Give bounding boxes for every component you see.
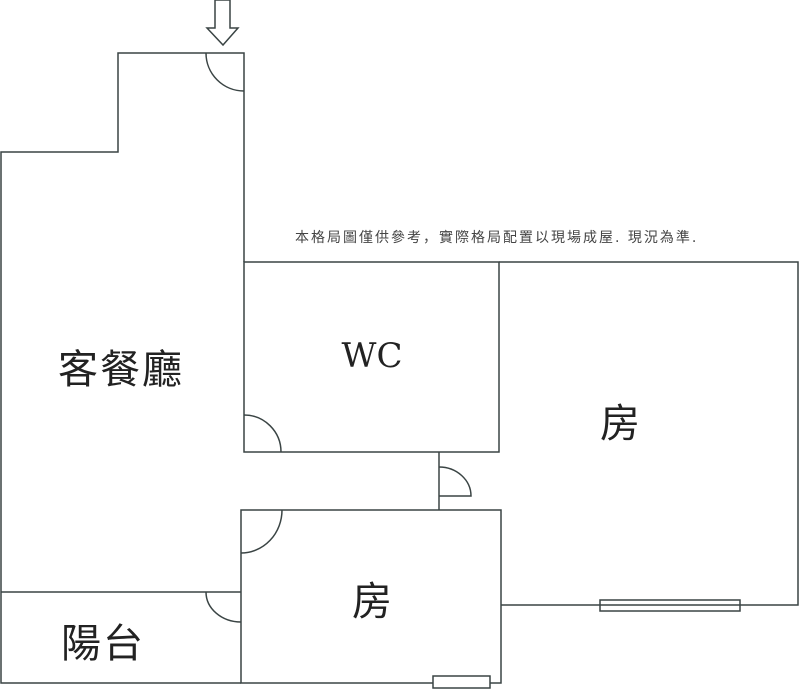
living-room-wall xyxy=(0,52,245,684)
entrance-arrow xyxy=(205,0,240,47)
room-label-bedroom-right: 房 xyxy=(600,401,640,447)
wc-door xyxy=(243,414,282,453)
right-bedroom-window xyxy=(599,599,741,612)
disclaimer-note: 本格局圖僅供參考，實際格局配置以現場成屋. 現況為準. xyxy=(295,230,699,246)
hall-door xyxy=(438,466,472,497)
right-bedroom-walls xyxy=(499,261,799,606)
room-label-living-dining: 客餐廳 xyxy=(58,347,184,393)
bottom-bedroom-walls xyxy=(240,509,502,684)
balcony-door xyxy=(205,591,242,623)
entrance-door xyxy=(205,52,245,92)
room-label-bedroom-bottom: 房 xyxy=(352,579,392,625)
bottom-bedroom-window xyxy=(432,675,491,689)
bottom-bedroom-door xyxy=(240,509,283,554)
wc-walls xyxy=(243,261,500,453)
room-label-wc: WC xyxy=(341,336,403,376)
room-label-balcony: 陽台 xyxy=(61,621,145,667)
